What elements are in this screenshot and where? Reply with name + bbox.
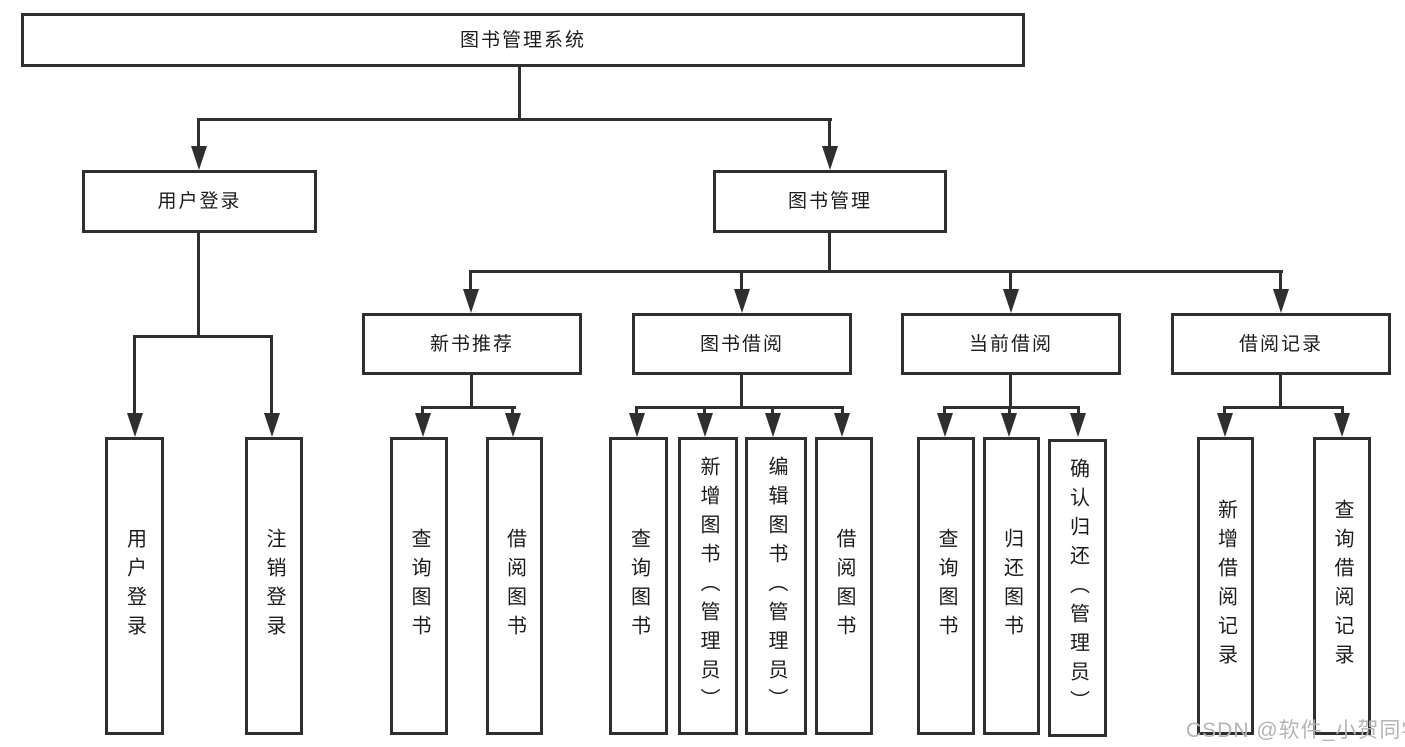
leaf-logout: 注销登录 <box>245 437 303 735</box>
leaf-query-borrow-record: 查询借阅记录 <box>1313 437 1371 735</box>
connector-line <box>270 335 273 413</box>
leaf-query-books-current-label: 查询图书 <box>935 528 957 644</box>
connector-line <box>421 406 516 409</box>
connector-line <box>469 270 472 292</box>
connector-line <box>470 375 473 408</box>
connector-line <box>1077 406 1080 415</box>
connector-line <box>1223 406 1344 409</box>
leaf-add-borrow-record: 新增借阅记录 <box>1197 437 1254 735</box>
arrow-down-icon <box>1273 289 1289 313</box>
connector-line <box>518 67 521 120</box>
connector-line <box>469 270 1283 273</box>
node-library-system-label: 图书管理系统 <box>459 29 586 51</box>
node-book-borrowing: 图书借阅 <box>632 313 852 375</box>
connector-line <box>841 406 844 415</box>
connector-line <box>740 270 743 292</box>
node-book-management-label: 图书管理 <box>787 191 872 212</box>
connector-line <box>1341 406 1344 415</box>
connector-line <box>771 406 774 415</box>
connector-line <box>133 335 273 338</box>
leaf-query-books-borrowing: 查询图书 <box>609 437 668 735</box>
arrow-down-icon <box>264 413 280 437</box>
leaf-user-login-label: 用户登录 <box>123 528 146 644</box>
leaf-confirm-return-admin-label: 确认归还（管理员） <box>1066 457 1089 719</box>
arrow-down-icon <box>765 413 781 437</box>
leaf-borrow-books-borrowing: 借阅图书 <box>815 437 873 735</box>
arrow-down-icon <box>127 413 143 437</box>
arrow-down-icon <box>734 289 750 313</box>
connector-line <box>635 406 638 415</box>
arrow-down-icon <box>1334 413 1350 437</box>
leaf-add-books-admin: 新增图书（管理员） <box>678 437 738 735</box>
arrow-down-icon <box>415 413 431 437</box>
leaf-return-books-label: 归还图书 <box>1000 528 1023 644</box>
node-book-borrowing-label: 图书借阅 <box>699 333 784 355</box>
leaf-logout-label: 注销登录 <box>263 528 285 644</box>
leaf-borrow-books-recommend: 借阅图书 <box>486 437 543 735</box>
arrow-down-icon <box>191 146 207 170</box>
leaf-edit-books-admin: 编辑图书（管理员） <box>745 437 807 735</box>
connector-line <box>133 335 136 413</box>
node-current-borrowing: 当前借阅 <box>901 313 1121 375</box>
arrow-down-icon <box>822 146 838 170</box>
node-new-book-recommend-label: 新书推荐 <box>429 333 514 355</box>
connector-line <box>703 406 706 415</box>
node-user-login-label: 用户登录 <box>157 191 242 212</box>
leaf-return-books: 归还图书 <box>983 437 1040 735</box>
connector-line <box>511 406 514 415</box>
connector-line <box>635 406 844 409</box>
arrow-down-icon <box>505 413 521 437</box>
connector-line <box>1008 406 1011 415</box>
csdn-watermark: CSDN @软件_小贺同学 <box>1186 719 1405 742</box>
arrow-down-icon <box>834 413 850 437</box>
arrow-down-icon <box>937 413 953 437</box>
arrow-down-icon <box>1217 413 1233 437</box>
node-library-system: 图书管理系统 <box>21 13 1025 67</box>
leaf-query-books-recommend-label: 查询图书 <box>408 528 430 644</box>
node-borrowing-records: 借阅记录 <box>1171 313 1391 375</box>
arrow-down-icon <box>1001 413 1017 437</box>
connector-line <box>1009 270 1012 292</box>
node-new-book-recommend: 新书推荐 <box>362 313 582 375</box>
connector-line <box>943 406 1080 409</box>
arrow-down-icon <box>1003 289 1019 313</box>
node-book-management: 图书管理 <box>713 170 947 233</box>
connector-line <box>828 233 831 273</box>
leaf-query-books-borrowing-label: 查询图书 <box>627 528 650 644</box>
leaf-add-borrow-record-label: 新增借阅记录 <box>1214 499 1237 673</box>
connector-line <box>828 118 831 148</box>
connector-line <box>197 118 832 121</box>
leaf-add-books-admin-label: 新增图书（管理员） <box>697 455 719 717</box>
leaf-confirm-return-admin: 确认归还（管理员） <box>1048 439 1107 737</box>
arrow-down-icon <box>463 289 479 313</box>
connector-line <box>1279 270 1282 292</box>
connector-line <box>943 406 946 415</box>
arrow-down-icon <box>697 413 713 437</box>
leaf-query-books-recommend: 查询图书 <box>390 437 448 735</box>
leaf-borrow-books-borrowing-label: 借阅图书 <box>833 528 855 644</box>
connector-line <box>1009 375 1012 408</box>
leaf-query-books-current: 查询图书 <box>917 437 975 735</box>
connector-line <box>421 406 424 415</box>
node-user-login: 用户登录 <box>82 170 317 233</box>
arrow-down-icon <box>629 413 645 437</box>
connector-line <box>740 375 743 408</box>
leaf-user-login: 用户登录 <box>105 437 164 735</box>
connector-line <box>1223 406 1226 415</box>
arrow-down-icon <box>1070 413 1086 437</box>
connector-line <box>1279 375 1282 408</box>
node-current-borrowing-label: 当前借阅 <box>968 333 1053 355</box>
connector-line <box>197 233 200 338</box>
leaf-borrow-books-recommend-label: 借阅图书 <box>503 528 526 644</box>
connector-line <box>197 118 200 148</box>
leaf-query-borrow-record-label: 查询借阅记录 <box>1331 499 1353 673</box>
node-borrowing-records-label: 借阅记录 <box>1238 333 1323 355</box>
leaf-edit-books-admin-label: 编辑图书（管理员） <box>765 455 787 717</box>
